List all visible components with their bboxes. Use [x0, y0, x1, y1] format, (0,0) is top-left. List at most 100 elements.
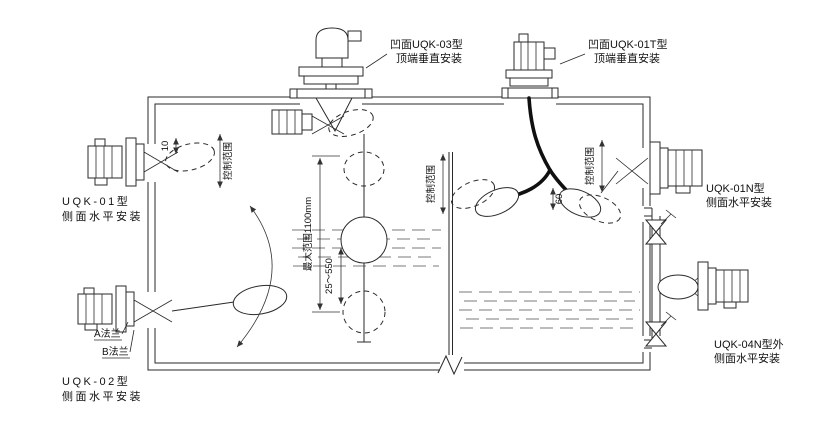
float-arm	[171, 301, 235, 312]
wall-opening	[642, 206, 652, 222]
uqk01t-mount-flange	[501, 87, 559, 99]
float-ellipse	[657, 274, 699, 300]
dim-60-label: 60	[554, 194, 565, 205]
fork-link	[615, 157, 649, 185]
uqk02-label-line1: UQK-02型	[62, 374, 130, 388]
control-range-mid-label: 控制范围	[425, 165, 437, 203]
uqk04n-assembly	[644, 207, 749, 349]
flange-b-label: B法兰	[102, 345, 129, 358]
wall-opening	[300, 95, 362, 106]
uqk03-label-line2: 顶端垂直安装	[396, 51, 462, 65]
uqk01-label-line1: UQK-01型	[62, 194, 130, 208]
float-phantom	[328, 109, 374, 137]
device-labels: 凹面UQK-03型 顶端垂直安装 凹面UQK-01T型 顶端垂直安装 UQK-0…	[62, 37, 784, 403]
uqk03-stem	[325, 83, 337, 90]
uqk01-cap	[94, 138, 106, 147]
uqk01t-label-line2: 顶端垂直安装	[594, 51, 660, 65]
fork-link	[143, 151, 179, 173]
valve-handle	[665, 209, 677, 219]
label-leader	[559, 53, 586, 65]
uqk01t-flange-upper	[505, 69, 553, 79]
tank-inner-wall	[154, 103, 644, 364]
range-25-550-label: 25～550	[324, 258, 335, 294]
uqk01t-label-line1: 凹面UQK-01T型	[588, 37, 667, 51]
uqk01n-assembly	[600, 141, 703, 195]
uqk01t-head	[513, 41, 545, 71]
control-range-left-label: 控制范围	[222, 142, 234, 180]
uqk01n-foot	[675, 185, 691, 194]
flange-b-leader	[129, 329, 135, 353]
uqk01-label-line2: 侧面水平安装	[62, 209, 143, 223]
valve-bottom	[644, 321, 668, 347]
uqk01n-flange-outer	[649, 141, 661, 195]
uqk01t-assembly	[450, 33, 622, 224]
wall-opening	[145, 144, 156, 182]
uqk01n-label-line1: UQK-01N型	[706, 181, 765, 195]
uqk03-label-line1: 凹面UQK-03型	[390, 37, 463, 51]
valve-top	[644, 219, 668, 245]
uqk01-assembly	[87, 137, 215, 187]
fork-link	[311, 115, 345, 135]
tank-outer-wall	[147, 96, 651, 371]
break-mask	[440, 355, 464, 374]
valve-handle	[665, 311, 677, 321]
dimension-annotations: 最大范围1100mm 25～550 控制范围 控制范围 控制范围 10 60	[160, 134, 605, 313]
uqk02-body	[77, 293, 113, 325]
uqk04n-label-line2: 侧面水平安装	[714, 351, 780, 365]
cable-float-phantom	[578, 194, 622, 224]
uqk03-arm-hub	[301, 113, 313, 131]
uqk02-flange-a	[115, 285, 127, 333]
uqk03-junction-box	[347, 30, 362, 42]
uqk03-flange-lower	[303, 75, 359, 85]
valve-stem	[660, 315, 672, 327]
uqk02-assembly	[77, 205, 288, 359]
cable-float	[474, 187, 520, 217]
uqk04n-flange-outer	[697, 261, 709, 311]
cable-float-phantom	[450, 179, 496, 209]
float-upper-phantom	[343, 151, 385, 187]
partition-wall	[437, 152, 464, 376]
wall-opening	[642, 148, 652, 188]
fork-link	[133, 299, 173, 323]
wall-opening	[642, 336, 652, 352]
uqk02-flange-b	[125, 291, 135, 327]
float-cable	[527, 96, 552, 172]
float-phantom	[165, 142, 215, 172]
uqk03-guide-funnel	[315, 97, 353, 133]
break-symbol	[437, 354, 463, 376]
cable-float	[558, 188, 602, 218]
float-lower-phantom	[342, 290, 386, 334]
flange-a-leader	[121, 321, 129, 335]
uqk01n-body	[667, 149, 703, 187]
uqk01-foot	[94, 177, 108, 186]
uqk01t-junction-box	[543, 47, 556, 60]
uqk02-foot	[84, 323, 98, 331]
uqk04n-label-line1: UQK-04N型外	[714, 337, 784, 351]
uqk03-neck	[321, 57, 343, 68]
flange-a-label: A法兰	[94, 327, 121, 340]
control-range-right-label: 控制范围	[584, 147, 596, 185]
valve-stem	[660, 213, 672, 225]
float-ball	[340, 216, 388, 264]
uqk03-flange-upper	[298, 66, 364, 77]
uqk01-body	[87, 145, 123, 179]
uqk04n-flange-inner	[707, 267, 717, 305]
uqk01t-cap	[518, 33, 529, 43]
uqk03-mount-flange	[289, 88, 373, 99]
uqk03-assembly	[271, 27, 388, 343]
uqk01-flange-outer	[125, 137, 137, 187]
label-leader	[365, 53, 388, 69]
max-range-label: 最大范围1100mm	[302, 197, 314, 271]
dim-10-label: 10	[160, 141, 171, 152]
uqk04n-foot	[723, 301, 737, 309]
uqk01n-label-line2: 侧面水平安装	[706, 195, 772, 209]
uqk01t-flange-lower	[509, 77, 549, 87]
float-arm	[600, 170, 619, 194]
uqk02-label-line2: 侧面水平安装	[62, 389, 143, 403]
uqk01n-flange-inner	[659, 147, 669, 189]
tank	[145, 95, 652, 371]
uqk03-head	[315, 27, 349, 59]
uqk01-flange-inner	[135, 143, 145, 181]
